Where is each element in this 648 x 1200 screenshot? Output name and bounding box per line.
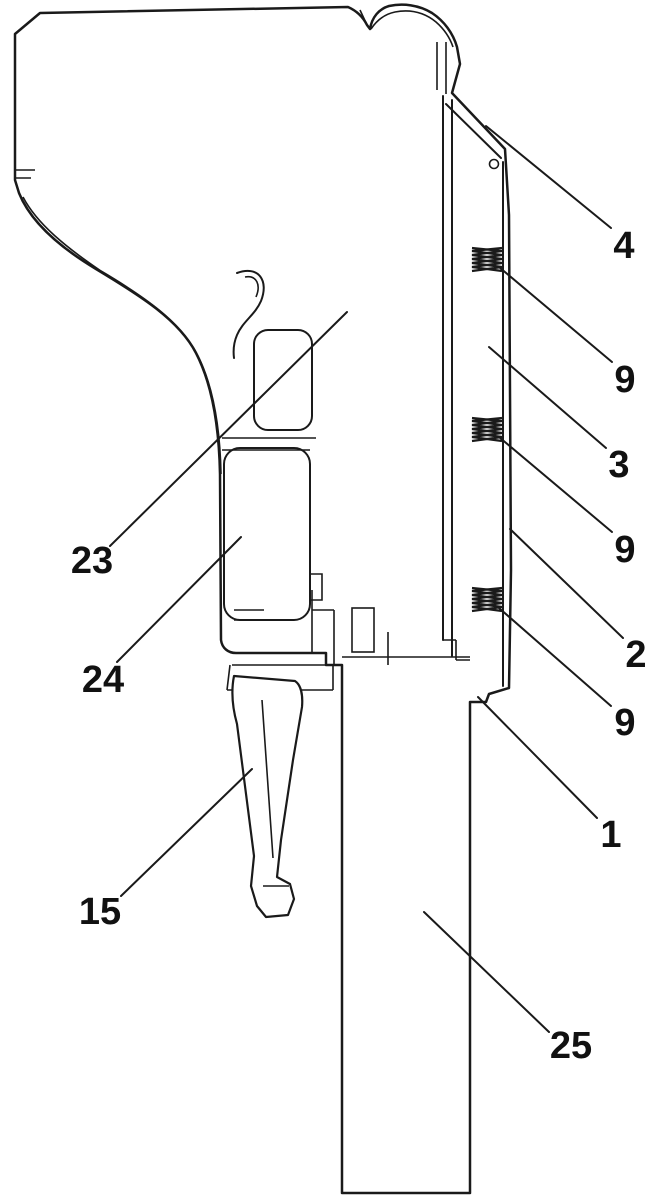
ref-label-4: 4	[613, 225, 634, 267]
rail-assembly	[436, 42, 504, 687]
spring-icon-bottom	[471, 586, 503, 613]
lever-assembly	[231, 674, 304, 919]
ref-label-9a: 9	[614, 359, 635, 401]
leader-25	[423, 911, 550, 1033]
trigger-inner	[244, 275, 259, 298]
spring-icon-middle	[471, 416, 503, 443]
rear-pin-hole	[488, 158, 500, 170]
leader-23	[109, 311, 348, 547]
hook-inner-curve	[370, 10, 454, 48]
springs	[471, 246, 503, 613]
spring-zigzag	[471, 586, 503, 613]
spring-icon-top	[471, 246, 503, 273]
ref-label-24: 24	[82, 659, 124, 701]
module-block	[223, 447, 323, 621]
ref-label-9b: 9	[614, 529, 635, 571]
leader-2	[509, 528, 624, 639]
spring-zigzag	[471, 246, 503, 273]
sear-housing	[253, 329, 313, 431]
module-block-outline	[223, 447, 311, 621]
trigger-curve	[232, 270, 265, 359]
bottom-seam-lines	[232, 656, 470, 666]
frame-silhouette	[13, 3, 513, 1195]
grip-inner-curve	[22, 196, 222, 475]
rear-cap-diagonal	[445, 103, 502, 159]
spring-zigzag	[471, 246, 503, 273]
rear-hook-detail	[359, 9, 502, 170]
ref-label-2: 2	[625, 634, 646, 676]
leader-1	[477, 696, 598, 819]
ref-label-23: 23	[71, 540, 113, 582]
leader-24	[116, 536, 242, 663]
module-block-detail	[234, 573, 323, 621]
ref-label-25: 25	[550, 1025, 592, 1067]
hook-slit	[359, 9, 368, 26]
lever-outline	[231, 674, 304, 919]
leader-9c	[498, 607, 612, 707]
leader-lines	[109, 125, 624, 1033]
frame-step-lines	[311, 560, 470, 665]
leader-15	[120, 768, 253, 897]
ref-label-3: 3	[608, 444, 629, 486]
lower-frame-details	[226, 560, 470, 691]
ref-label-15: 15	[79, 891, 121, 933]
leader-9a	[498, 266, 613, 363]
catch-block	[351, 607, 375, 653]
leader-3	[488, 346, 607, 449]
spring-zigzag	[471, 416, 503, 443]
frame-outline	[13, 3, 513, 1195]
ref-label-9c: 9	[614, 702, 635, 744]
grip-notch-lines	[15, 169, 35, 179]
reference-labels: 4 9 3 9 2 9 1 23 24 15 25	[71, 225, 647, 1067]
spring-zigzag	[471, 416, 503, 443]
trigger-mechanism	[222, 270, 316, 451]
lever-inner-line	[261, 699, 289, 887]
ref-label-1: 1	[600, 814, 621, 856]
leader-9b	[498, 436, 613, 533]
spring-zigzag	[471, 586, 503, 613]
mid-frame-lines	[222, 437, 316, 451]
leader-4	[485, 125, 612, 229]
